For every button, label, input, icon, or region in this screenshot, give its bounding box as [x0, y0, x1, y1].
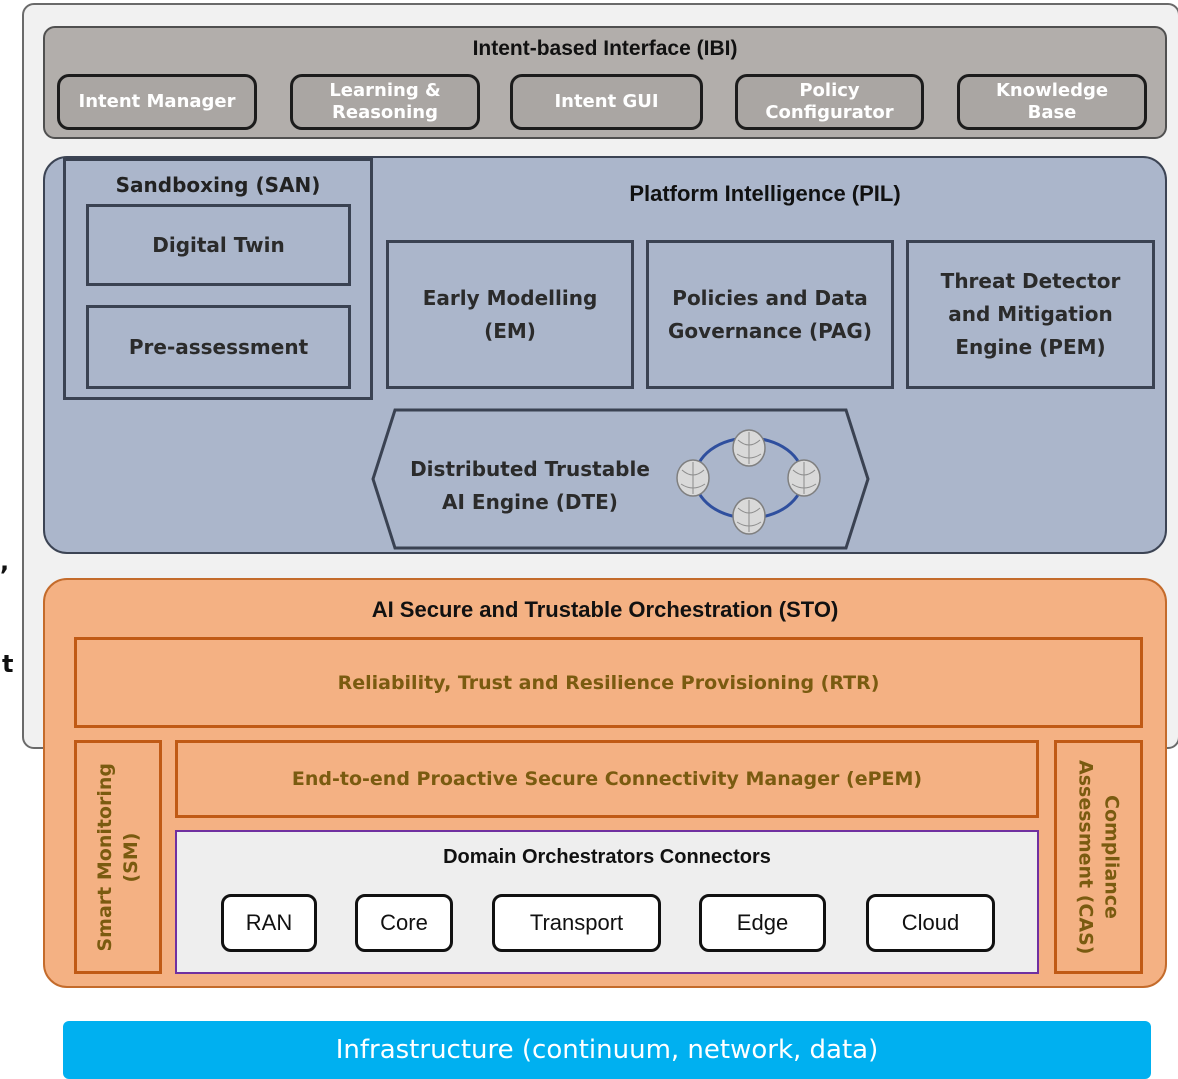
domain-label: Cloud — [901, 910, 960, 935]
threat-detector-box: Threat Detector and Mitigation Engine (P… — [906, 240, 1155, 389]
em-label-line1: Early Modelling — [422, 285, 598, 310]
infrastructure-bar: Infrastructure (continuum, network, data… — [63, 1021, 1151, 1079]
dte-label-line1: Distributed Trustable — [410, 457, 650, 481]
policies-governance-box: Policies and Data Governance (PAG) — [646, 240, 894, 389]
ibi-box-label-line2: Reasoning — [332, 102, 438, 123]
ibi-box-label-line1: Policy — [799, 80, 860, 101]
digital-twin-box: Digital Twin — [86, 204, 351, 286]
domain-ran: RAN — [221, 894, 317, 952]
ibi-box-label-line1: Knowledge — [995, 80, 1109, 101]
dte-hexagon — [371, 408, 870, 550]
pem-label-line2: and Mitigation — [948, 302, 1113, 326]
ibi-box-label-line2: Base — [1027, 102, 1077, 123]
pag-label-line1: Policies and Data — [672, 285, 868, 310]
early-modelling-box: Early Modelling (EM) — [386, 240, 634, 389]
pem-label-line3: Engine (PEM) — [955, 335, 1106, 359]
ibi-knowledge-base: Knowledge Base — [957, 74, 1147, 130]
domain-core: Core — [355, 894, 453, 952]
rtr-label: Reliability, Trust and Resilience Provis… — [337, 671, 880, 694]
epem-label: End-to-end Proactive Secure Connectivity… — [291, 768, 923, 790]
cropped-text-fragment: , — [0, 548, 10, 576]
ibi-box-label: Intent Manager — [78, 91, 236, 112]
sm-label: Smart Monitoring (SM) — [92, 763, 144, 952]
domain-transport: Transport — [492, 894, 661, 952]
sm-label-line1: Smart Monitoring — [94, 762, 116, 952]
pag-label-line2: Governance (PAG) — [668, 318, 872, 343]
smart-monitoring-box: Smart Monitoring (SM) — [74, 740, 162, 974]
domain-label: Edge — [736, 910, 789, 935]
ibi-intent-manager: Intent Manager — [57, 74, 257, 130]
ibi-learning-reasoning: Learning & Reasoning — [290, 74, 480, 130]
pil-title: Platform Intelligence (PIL) — [629, 181, 901, 206]
pre-assessment-label: Pre-assessment — [128, 334, 309, 359]
ibi-intent-gui: Intent GUI — [510, 74, 703, 130]
domain-label: Core — [380, 910, 428, 935]
domain-edge: Edge — [699, 894, 826, 952]
cropped-text-fragment: t — [2, 650, 14, 678]
ibi-box-label: Intent GUI — [554, 91, 659, 112]
pem-label-line1: Threat Detector — [940, 269, 1121, 293]
em-label-line2: (EM) — [484, 318, 536, 343]
dte-label-line2: AI Engine (DTE) — [442, 490, 618, 514]
domain-label: Transport — [529, 910, 624, 935]
compliance-assessment-box: Compliance Assessment (CAS) — [1054, 740, 1143, 974]
san-title: Sandboxing (SAN) — [115, 173, 321, 197]
ibi-policy-configurator: Policy Configurator — [735, 74, 924, 130]
domain-cloud: Cloud — [866, 894, 995, 952]
digital-twin-label: Digital Twin — [152, 232, 285, 257]
infrastructure-label: Infrastructure (continuum, network, data… — [335, 1035, 879, 1065]
ibi-title: Intent-based Interface (IBI) — [472, 37, 738, 60]
rtr-box: Reliability, Trust and Resilience Provis… — [74, 637, 1143, 728]
cas-label: Compliance Assessment (CAS) — [1073, 760, 1125, 954]
pre-assessment-box: Pre-assessment — [86, 305, 351, 389]
domain-label: RAN — [245, 910, 293, 935]
epem-box: End-to-end Proactive Secure Connectivity… — [175, 740, 1039, 818]
san-container — [63, 158, 373, 400]
cas-label-line2: Assessment (CAS) — [1074, 759, 1097, 955]
cas-label-line1: Compliance — [1100, 795, 1123, 919]
ibi-box-label-line2: Configurator — [765, 102, 894, 123]
sm-label-line2: (SM) — [120, 832, 142, 882]
sto-title: AI Secure and Trustable Orchestration (S… — [371, 597, 839, 622]
ibi-box-label-line1: Learning & — [329, 80, 441, 101]
doc-title: Domain Orchestrators Connectors — [443, 845, 771, 868]
dte-label: Distributed Trustable AI Engine (DTE) — [385, 446, 675, 526]
